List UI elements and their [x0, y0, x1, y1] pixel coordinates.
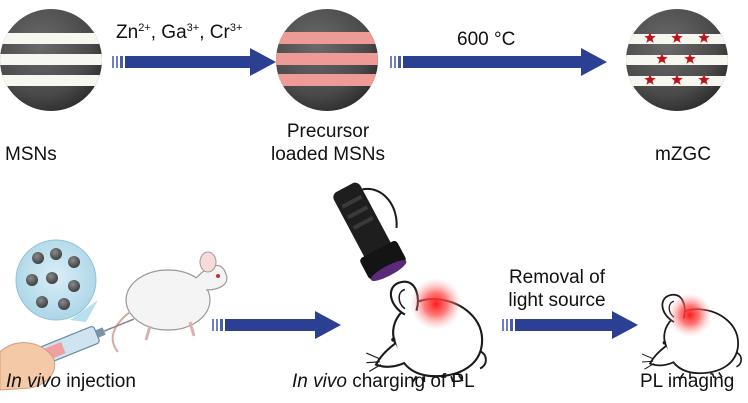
charging-mouse-illustration — [366, 278, 487, 382]
ion-ga-charge: 3+ — [186, 22, 200, 34]
flashlight-icon — [333, 182, 407, 281]
label-removal-line1: Removal of — [508, 267, 606, 288]
ion-cr-charge: 3+ — [229, 22, 243, 34]
label-temperature: 600 °C — [457, 29, 516, 50]
label-dopant-ions: Zn2+, Ga3+, Cr3+ — [116, 21, 242, 44]
label-precursor-line1: Precursor — [286, 121, 370, 142]
charging-rest: charging of PL — [346, 371, 475, 392]
ion-zn: Zn — [116, 22, 139, 43]
ion-sep-1: , — [150, 22, 162, 43]
label-mzgc: mZGC — [655, 144, 711, 165]
label-removal-line2: light source — [508, 290, 606, 311]
ion-cr: Cr — [209, 22, 230, 43]
ion-ga: Ga — [161, 22, 187, 43]
ion-zn-charge: 2+ — [138, 22, 151, 34]
imaging-mouse-illustration — [642, 293, 743, 378]
msn-particle — [0, 9, 102, 111]
label-in-vivo-charging: In vivo charging of PL — [292, 370, 475, 393]
arrow-loading — [112, 48, 276, 76]
arrow-removal — [502, 311, 638, 339]
label-precursor-loaded-msns: Precursor loaded MSNs — [266, 120, 390, 166]
luminescence-glow — [410, 278, 462, 330]
arrow-calcination — [390, 48, 607, 76]
label-in-vivo-injection: In vivo injection — [6, 370, 136, 393]
ion-sep-2: , — [199, 22, 210, 43]
luminescence-glow — [668, 293, 712, 337]
injection-rest: injection — [60, 371, 136, 392]
label-pl-imaging: PL imaging — [640, 371, 735, 392]
label-precursor-line2: loaded MSNs — [270, 144, 386, 165]
injection-illustration — [0, 239, 228, 391]
mzgc-particle — [626, 9, 728, 111]
injection-italic: In vivo — [6, 371, 61, 392]
label-removal-of-light-source: Removal of light source — [492, 266, 622, 312]
charging-italic: In vivo — [292, 371, 347, 392]
precursor-loaded-particle — [276, 9, 378, 111]
arrow-injection-to-charging — [212, 311, 341, 339]
label-msns: MSNs — [5, 144, 57, 165]
